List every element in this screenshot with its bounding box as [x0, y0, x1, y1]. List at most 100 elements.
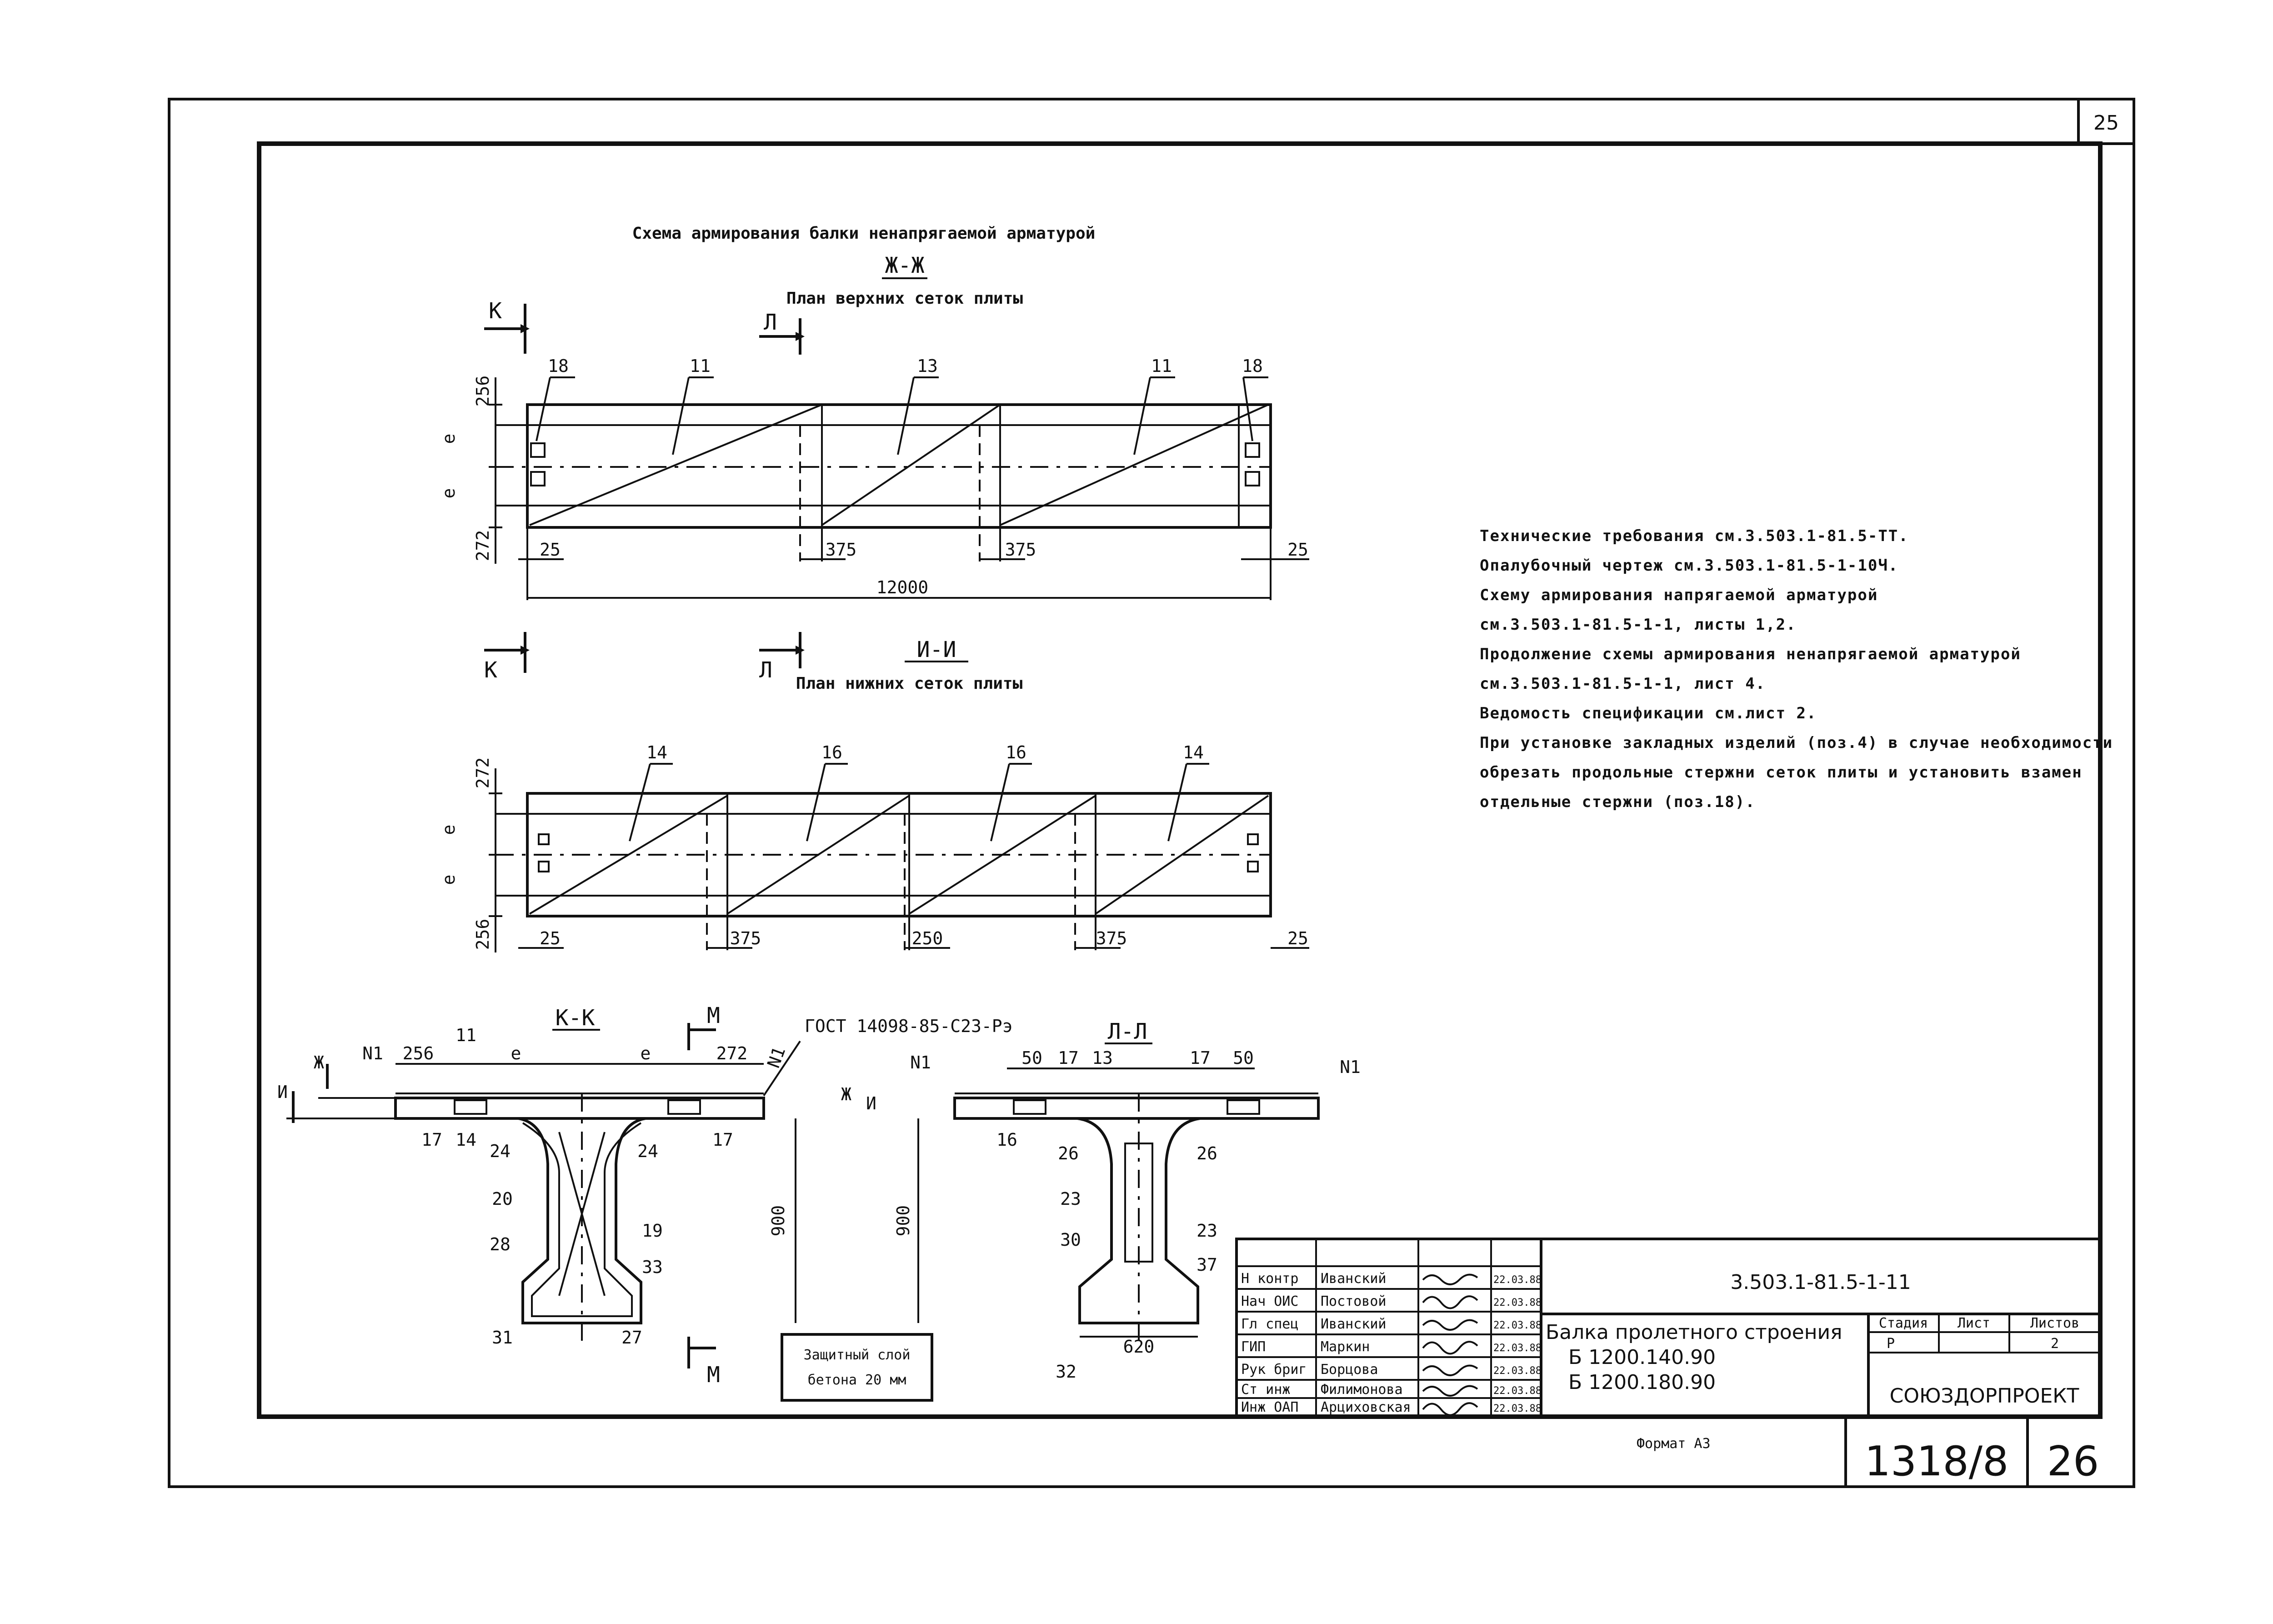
- tb-role-1: Н контр: [1241, 1271, 1298, 1287]
- title-block: Н контр Иванский 22.03.88 Нач ОИС Постов…: [1235, 1238, 2102, 1487]
- note-line-4: см.3.503.1-81.5-1-1, листы 1,2.: [1480, 616, 1797, 634]
- kk-gost-leader: [763, 1040, 801, 1097]
- tb-page-number: 26: [2047, 1438, 2099, 1485]
- outer-frame: [168, 98, 2135, 1488]
- tb-org: СОЮЗДОРПРОЕКТ: [1890, 1384, 2079, 1408]
- bottom-bdim-5: 25: [1287, 928, 1308, 948]
- ll-n1-left: N1: [910, 1053, 931, 1073]
- section-zh-label: Ж-Ж: [885, 253, 925, 278]
- protect-note-line-1: Защитный слой: [804, 1347, 911, 1363]
- top-bdim-2: 375: [826, 540, 857, 560]
- kk-dim-3: e: [641, 1043, 651, 1063]
- tb-stage-value: Р: [1887, 1336, 1895, 1352]
- section-ll: Л-Л 50 17 13 17 50 N1 N1 900 16 26 26 23…: [893, 1019, 1361, 1382]
- callout-leader-13: [897, 377, 915, 455]
- callout-leader-14-right: [1167, 763, 1187, 842]
- plan-top-label: План верхних сеток плиты: [786, 289, 1023, 308]
- kk-right-zh-label: Ж: [841, 1084, 851, 1104]
- tb-role-4: ГИП: [1241, 1339, 1266, 1355]
- kk-callout-14: 14: [456, 1130, 476, 1150]
- kk-callout-11: 11: [456, 1025, 476, 1045]
- callout-leader-11-right: [1133, 377, 1151, 455]
- embed-plate-2: [530, 471, 546, 486]
- tb-name-2: Постовой: [1321, 1293, 1387, 1309]
- callout-11-right: 11: [1151, 356, 1172, 376]
- bottom-embed-1: [538, 833, 550, 845]
- note-line-9: обрезать продольные стержни сеток плиты …: [1480, 763, 2083, 782]
- top-mesh-diagonal-2: [821, 404, 1001, 526]
- top-left-dim-1: 256: [473, 376, 493, 407]
- note-line-3: Схему армирования напрягаемой арматурой: [1480, 586, 1878, 604]
- kk-stirrup: [522, 1122, 642, 1317]
- kk-right-i-label: И: [866, 1093, 876, 1113]
- tb-doc-code: 3.503.1-81.5-1-11: [1730, 1271, 1911, 1294]
- section-i-label: И-И: [917, 637, 956, 662]
- kk-callout-28: 28: [490, 1234, 511, 1254]
- kk-callout-33: 33: [642, 1257, 663, 1277]
- note-line-1: Технические требования см.3.503.1-81.5-Т…: [1480, 527, 1909, 545]
- tb-name-6: Филимонова: [1321, 1382, 1403, 1398]
- cut-k-top-label: К: [489, 298, 502, 324]
- signature-3: [1422, 1319, 1478, 1331]
- section-kk-label: К-К: [556, 1005, 595, 1031]
- kk-callout-24-left: 24: [490, 1141, 511, 1161]
- cut-l-top-arrowhead: [796, 332, 805, 341]
- tb-name-line-2: Б 1200.140.90: [1568, 1346, 1716, 1369]
- tb-date-6: 22.03.88: [1493, 1385, 1542, 1397]
- kk-cut-m-bottom-label: М: [707, 1362, 720, 1388]
- tb-date-7: 22.03.88: [1493, 1403, 1542, 1414]
- tb-role-7: Инж ОАП: [1241, 1399, 1298, 1415]
- signature-5: [1422, 1364, 1478, 1376]
- tb-name-5: Борцова: [1321, 1362, 1378, 1378]
- kk-cut-i-label: И: [277, 1082, 288, 1102]
- kk-flange: [394, 1097, 765, 1120]
- tb-role-6: Ст инж: [1241, 1382, 1290, 1398]
- bottom-bdim-4: 375: [1096, 928, 1127, 948]
- note-line-10: отдельные стержни (поз.18).: [1480, 793, 1756, 811]
- signature-1: [1422, 1273, 1478, 1285]
- cut-l-top-label: Л: [764, 310, 777, 335]
- tb-format: Формат А3: [1637, 1436, 1711, 1452]
- kk-callout-19: 19: [642, 1221, 663, 1241]
- ll-width: 620: [1123, 1337, 1155, 1357]
- kk-dim-2: e: [511, 1043, 521, 1063]
- protect-note-box: [781, 1333, 933, 1402]
- bottom-bdim-3: 250: [912, 928, 943, 948]
- ll-callout-32: 32: [1056, 1362, 1076, 1382]
- note-line-7: Ведомость спецификации см.лист 2.: [1480, 704, 1817, 722]
- top-total-dim: 12000: [876, 577, 928, 597]
- tb-date-1: 22.03.88: [1493, 1274, 1542, 1286]
- tb-role-2: Нач ОИС: [1241, 1293, 1298, 1309]
- tb-date-3: 22.03.88: [1493, 1320, 1542, 1331]
- notes-block: Технические требования см.3.503.1-81.5-Т…: [1480, 527, 2112, 811]
- drawing-title: Схема армирования балки ненапрягаемой ар…: [632, 224, 1096, 243]
- signature-4: [1422, 1341, 1478, 1355]
- embed-plate-4: [1245, 471, 1260, 486]
- ll-callout-30: 30: [1060, 1230, 1081, 1250]
- signature-7: [1422, 1402, 1478, 1416]
- kk-callout-24-right: 24: [637, 1141, 658, 1161]
- tb-date-2: 22.03.88: [1493, 1297, 1542, 1308]
- tb-inventory-number: 1318/8: [1865, 1438, 2009, 1485]
- bottom-left-dim-1: 272: [473, 757, 493, 789]
- callout-11-left: 11: [690, 356, 711, 376]
- ll-dim-5: 50: [1233, 1048, 1254, 1068]
- cut-l-bottom-arrowhead: [796, 646, 805, 655]
- bottom-embed-2: [538, 861, 550, 872]
- ll-height: 900: [893, 1205, 913, 1237]
- bottom-bdim-2: 375: [730, 928, 761, 948]
- bottom-mesh-diagonal-2: [726, 795, 910, 915]
- callout-leader-18-right: [1242, 377, 1253, 441]
- top-bdim-4: 25: [1287, 540, 1308, 560]
- tb-name-3: Иванский: [1321, 1316, 1387, 1332]
- bottom-left-dim-4: 256: [473, 919, 493, 950]
- top-left-dim-4: 272: [473, 530, 493, 561]
- ll-callout-16: 16: [996, 1130, 1017, 1150]
- tb-sheets-header: Листов: [2030, 1315, 2079, 1331]
- callout-18-left: 18: [548, 356, 569, 376]
- tb-name-1: Иванский: [1321, 1271, 1387, 1287]
- top-left-dim-2: e: [439, 434, 459, 444]
- kk-callout-31: 31: [492, 1328, 513, 1348]
- tb-name-4: Маркин: [1321, 1339, 1370, 1355]
